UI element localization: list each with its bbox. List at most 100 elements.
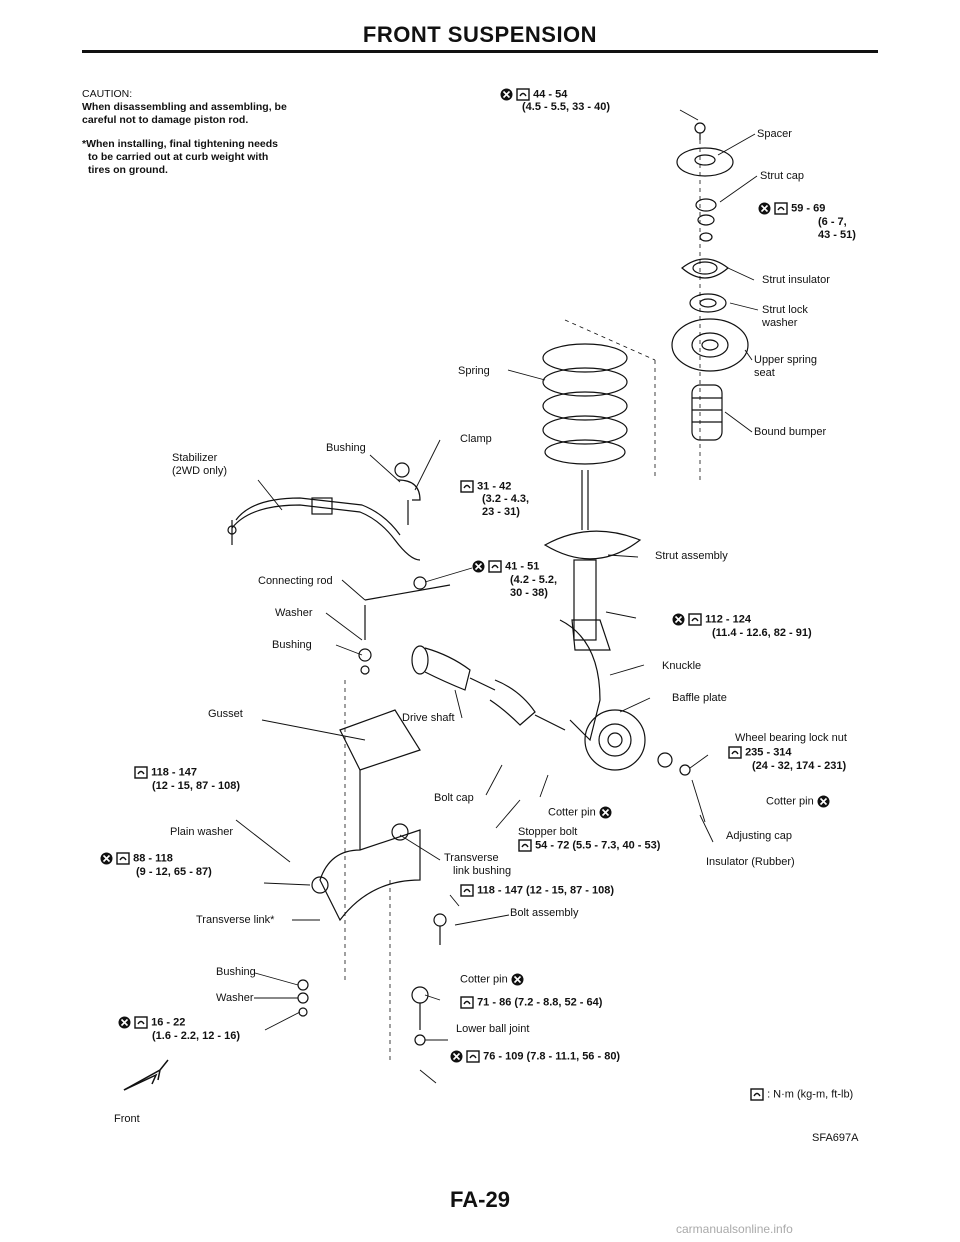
- label-spring: Spring: [458, 365, 490, 377]
- torque-wrench-icon: [134, 766, 148, 779]
- torque-11: 71 - 86 (7.2 - 8.8, 52 - 64): [460, 996, 602, 1009]
- label-bolt-assembly: Bolt assembly: [510, 907, 579, 919]
- torque-wrench-icon: [516, 88, 530, 101]
- label-strut-lock-washer: washer: [762, 317, 798, 329]
- torque-3-value: 31 - 42: [477, 480, 512, 493]
- replace-part-icon: [118, 1016, 131, 1029]
- label-upper-spring: Upper spring: [754, 354, 817, 366]
- torque-wrench-icon: [460, 884, 474, 897]
- torque-1: 44 - 54: [500, 88, 567, 101]
- torque-12: 16 - 22: [118, 1016, 185, 1029]
- torque-wrench-icon: [518, 839, 532, 852]
- ball-joint: [411, 913, 447, 1046]
- title-rule: [82, 50, 878, 53]
- torque-1-detail: (4.5 - 5.5, 33 - 40): [522, 101, 611, 113]
- torque-wrench-icon: [134, 1016, 148, 1029]
- torque-10: 118 - 147 (12 - 15, 87 - 108): [460, 884, 614, 897]
- cotter-pin-2-text: Cotter pin: [766, 795, 814, 808]
- replace-part-icon: [500, 88, 513, 101]
- label-transverse: Transverse: [444, 852, 499, 864]
- caution-line-1: When disassembling and assembling, be: [82, 101, 287, 113]
- replace-part-icon: [100, 852, 113, 865]
- torque-6-detail: (24 - 32, 174 - 231): [752, 760, 847, 772]
- label-stopper-bolt: Stopper bolt: [518, 826, 578, 838]
- label-clamp: Clamp: [460, 433, 492, 445]
- torque-4-value: 41 - 51: [505, 560, 540, 573]
- label-strut-lock: Strut lock: [762, 304, 808, 316]
- caution-note: CAUTION: When disassembling and assembli…: [82, 88, 287, 127]
- knuckle-hub: [559, 619, 691, 776]
- torque-wrench-icon: [488, 560, 502, 573]
- watermark: carmanualsonline.info: [676, 1222, 793, 1236]
- label-strut-cap: Strut cap: [760, 170, 805, 182]
- label-bushing-1: Bushing: [326, 442, 366, 454]
- label-strut-insulator: Strut insulator: [762, 274, 830, 286]
- torque-wrench-icon: [774, 202, 788, 215]
- torque-12-detail: (1.6 - 2.2, 12 - 16): [152, 1030, 241, 1042]
- replace-part-icon: [511, 973, 524, 986]
- torque-4: 41 - 51: [472, 560, 539, 573]
- gusset-link: [311, 709, 421, 922]
- caution-head: CAUTION:: [82, 88, 133, 100]
- torque-10-value: 118 - 147 (12 - 15, 87 - 108): [477, 884, 615, 897]
- torque-9-value: 54 - 72 (5.5 - 7.3, 40 - 53): [535, 839, 661, 852]
- label-bushing-2: Bushing: [272, 639, 312, 651]
- torque-5-value: 112 - 124: [705, 613, 751, 626]
- label-bound-bumper: Bound bumper: [754, 426, 827, 438]
- torque-12-value: 16 - 22: [151, 1016, 186, 1029]
- install-line-2: to be carried out at curb weight with: [88, 151, 269, 163]
- torque-13: 76 - 109 (7.8 - 11.1, 56 - 80): [450, 1050, 620, 1063]
- torque-3-detail-a: (3.2 - 4.3,: [482, 493, 530, 505]
- label-front: Front: [114, 1113, 140, 1125]
- strut-top-stack: [671, 122, 749, 441]
- units-legend: : N·m (kg-m, ft-lb): [750, 1088, 853, 1101]
- torque-2-value: 59 - 69: [791, 202, 826, 215]
- torque-wrench-icon: [750, 1088, 764, 1101]
- replace-part-icon: [472, 560, 485, 573]
- label-baffle-plate: Baffle plate: [672, 692, 727, 704]
- label-washer-1: Washer: [275, 607, 313, 619]
- torque-wrench-icon: [460, 996, 474, 1009]
- label-cotter-pin-3: Cotter pin: [460, 973, 524, 986]
- torque-wrench-icon: [116, 852, 130, 865]
- label-connecting-rod: Connecting rod: [258, 575, 333, 587]
- caution-line-2: careful not to damage piston rod.: [82, 114, 249, 126]
- coil-spring: [542, 343, 628, 465]
- label-washer-2: Washer: [216, 992, 254, 1004]
- torque-wrench-icon: [460, 480, 474, 493]
- replace-part-icon: [758, 202, 771, 215]
- strut-assembly-shape: [543, 470, 642, 651]
- label-cotter-pin-2: Cotter pin: [766, 795, 830, 808]
- label-bolt-cap: Bolt cap: [434, 792, 474, 804]
- label-knuckle: Knuckle: [662, 660, 702, 672]
- cotter-pin-3-text: Cotter pin: [460, 973, 508, 986]
- install-line-1: *When installing, final tightening needs: [82, 138, 279, 150]
- label-link-bushing: link bushing: [453, 865, 512, 877]
- replace-part-icon: [817, 795, 830, 808]
- label-strut-assembly: Strut assembly: [655, 550, 728, 562]
- torque-6-value: 235 - 314: [745, 746, 792, 759]
- torque-8-detail: (9 - 12, 65 - 87): [136, 866, 212, 878]
- torque-wrench-icon: [688, 613, 702, 626]
- torque-11-value: 71 - 86 (7.2 - 8.8, 52 - 64): [477, 996, 603, 1009]
- torque-7: 118 - 147: [134, 766, 197, 779]
- torque-6: 235 - 314: [728, 746, 792, 759]
- torque-2: 59 - 69: [758, 202, 825, 215]
- label-gusset: Gusset: [208, 708, 243, 720]
- torque-7-detail: (12 - 15, 87 - 108): [152, 780, 241, 792]
- label-2wd-only: (2WD only): [172, 465, 228, 477]
- units-legend-text: : N·m (kg-m, ft-lb): [767, 1088, 854, 1101]
- torque-2-detail-a: (6 - 7,: [818, 216, 847, 228]
- label-plain-washer: Plain washer: [170, 826, 233, 838]
- front-arrow-icon: [123, 1059, 169, 1091]
- leader-lines: [235, 109, 759, 1084]
- guide-lines: [344, 140, 701, 1060]
- label-stabilizer: Stabilizer: [172, 452, 218, 464]
- figure-code: SFA697A: [812, 1132, 859, 1144]
- replace-part-icon: [599, 806, 612, 819]
- cotter-pin-1-text: Cotter pin: [548, 806, 596, 819]
- install-note: *When installing, final tightening needs…: [82, 138, 278, 177]
- torque-wrench-icon: [728, 746, 742, 759]
- stabilizer-bar: [227, 497, 421, 561]
